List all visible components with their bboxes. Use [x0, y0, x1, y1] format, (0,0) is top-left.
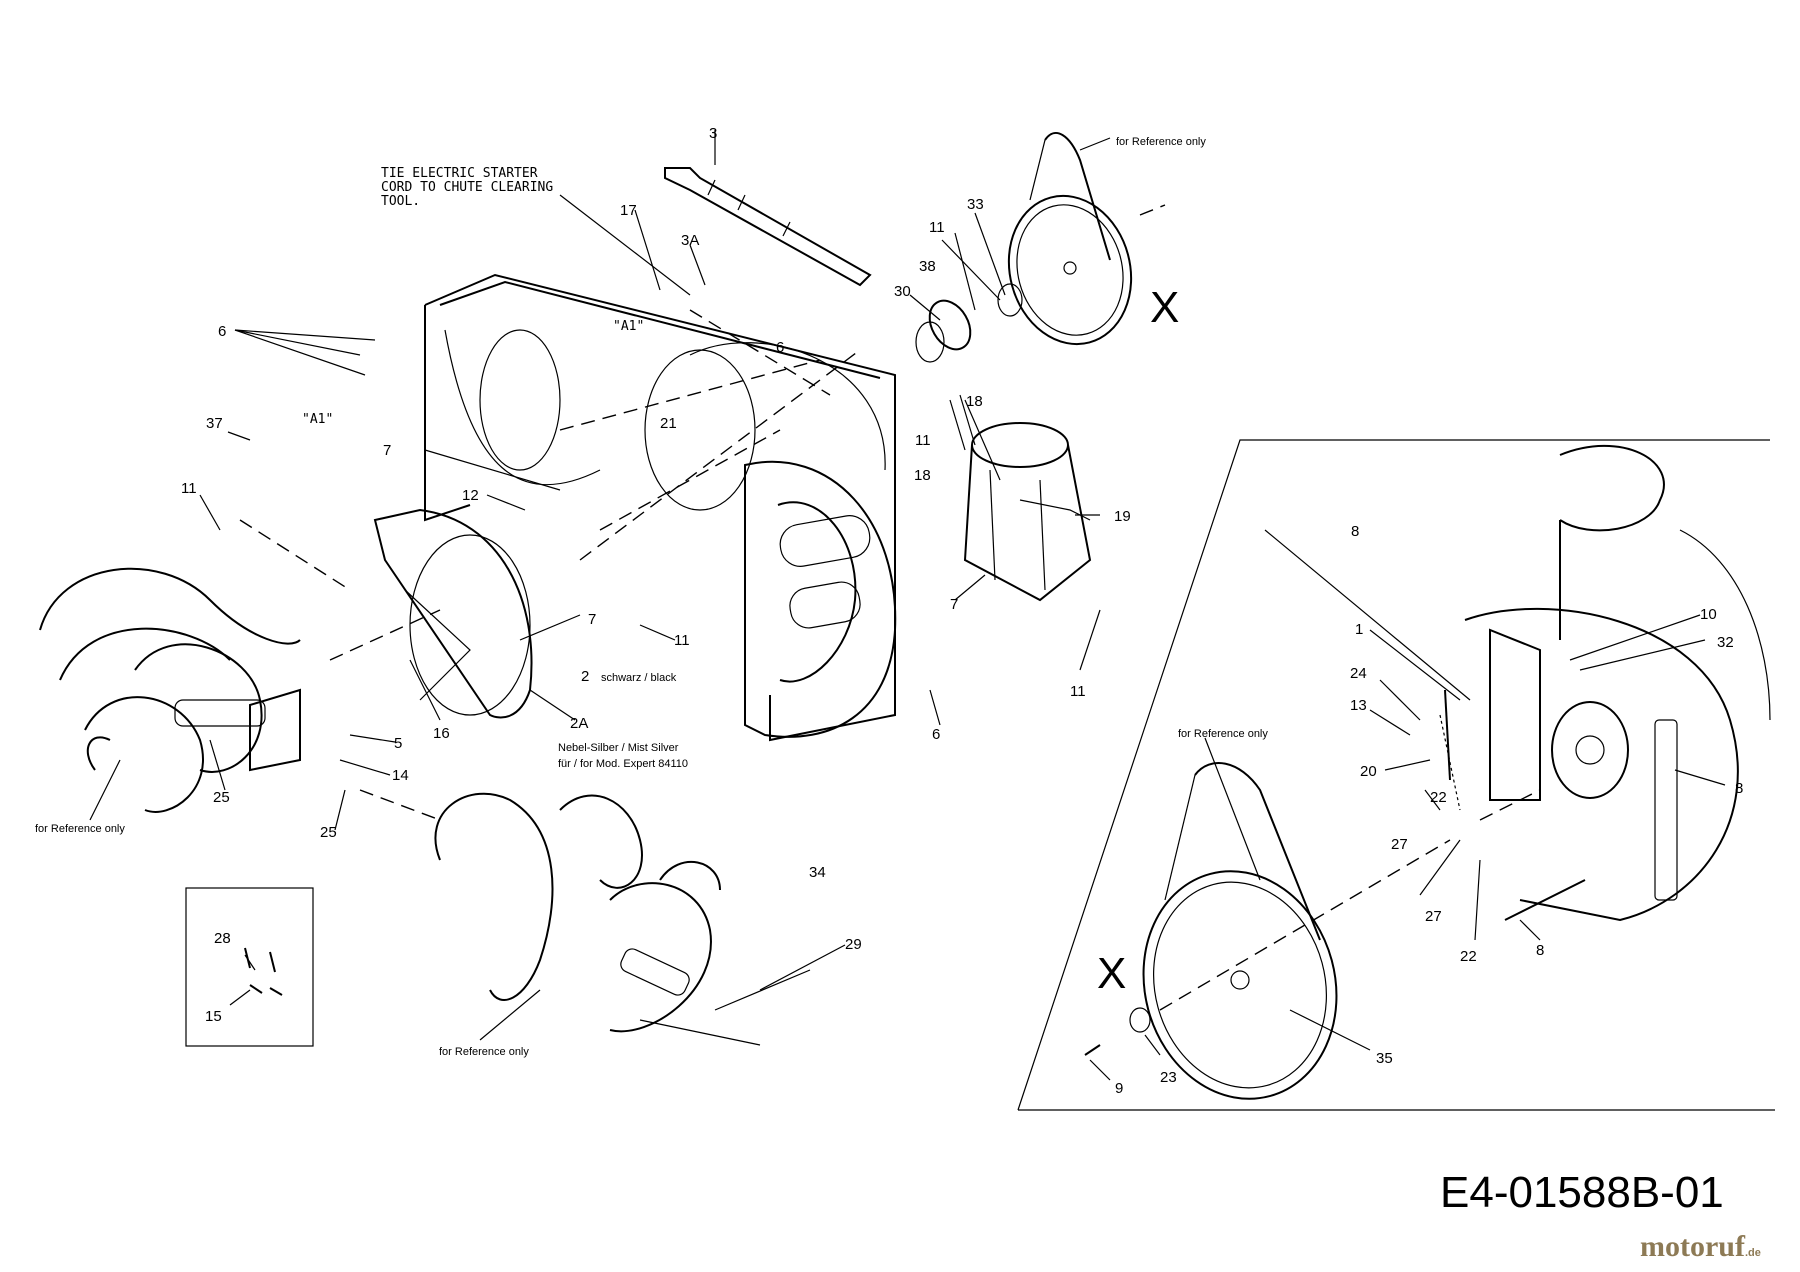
- svg-text:CORD TO CHUTE CLEARING: CORD TO CHUTE CLEARING: [381, 180, 553, 195]
- reference-note-inset: for Reference only: [1178, 728, 1268, 740]
- reference-a1-top: "A1": [613, 319, 644, 334]
- brand-tld: .de: [1744, 1247, 1761, 1259]
- reference-note-top: for Reference only: [1116, 136, 1206, 148]
- callout-33: 33: [967, 196, 984, 213]
- x-mark-inset: X: [1097, 949, 1126, 998]
- callout-7-mid: 7: [588, 611, 596, 628]
- callout-labels: 3 17 3A 6 6 21 37 11 7 12 7 2 2A 16 5 14…: [181, 125, 1743, 1097]
- callout-32: 32: [1717, 634, 1734, 651]
- callout-27-b: 27: [1425, 908, 1442, 925]
- impeller-shaft: [664, 167, 872, 287]
- callout-22-b: 22: [1460, 948, 1477, 965]
- callout-30: 30: [894, 283, 911, 300]
- callout-7-chute: 7: [950, 596, 958, 613]
- callout-24: 24: [1350, 665, 1367, 682]
- callout-8-inset-bottom: 8: [1536, 942, 1544, 959]
- callout-25-a: 25: [213, 789, 230, 806]
- callout-8-inset-right: 8: [1735, 780, 1743, 797]
- reference-a1-left: "A1": [302, 412, 333, 427]
- callout-5: 5: [394, 735, 402, 752]
- document-id: E4-01588B-01: [1440, 1168, 1724, 1217]
- callout-13: 13: [1350, 697, 1367, 714]
- pulley-belt-inset: [1084, 762, 1338, 1100]
- reference-note-bottom: for Reference only: [439, 1046, 529, 1058]
- callout-10: 10: [1700, 606, 1717, 623]
- callout-19: 19: [1114, 508, 1131, 525]
- reference-note-left: for Reference only: [35, 823, 125, 835]
- leader-lines: [89, 130, 1726, 1081]
- detail-inset: [1017, 439, 1775, 1111]
- callout-35: 35: [1376, 1050, 1393, 1067]
- pulley-belt-top: [1007, 132, 1133, 346]
- color-note-silver-1: Nebel-Silber / Mist Silver: [558, 742, 679, 754]
- callout-9: 9: [1115, 1080, 1123, 1097]
- callout-28: 28: [214, 930, 231, 947]
- callout-37: 37: [206, 415, 223, 432]
- svg-text:TIE ELECTRIC STARTER: TIE ELECTRIC STARTER: [381, 166, 538, 181]
- callout-23: 23: [1160, 1069, 1177, 1086]
- callout-11-mid: 11: [674, 632, 690, 649]
- note-tie-starter-cord: TIE ELECTRIC STARTER CORD TO CHUTE CLEAR…: [381, 166, 553, 209]
- callout-34: 34: [809, 864, 826, 881]
- callout-17: 17: [620, 202, 637, 219]
- callout-11-top: 11: [915, 432, 931, 449]
- callout-18-right: 18: [966, 393, 983, 410]
- color-note-black: schwarz / black: [601, 672, 677, 684]
- callout-1: 1: [1355, 621, 1363, 638]
- auger-right: [434, 792, 721, 1033]
- callout-6-bottom: 6: [932, 726, 940, 743]
- callout-6-mid: 6: [776, 339, 784, 356]
- callout-7-top: 7: [383, 442, 391, 459]
- callout-3: 3: [709, 125, 717, 142]
- bearing-hub: [915, 283, 1023, 363]
- callout-27-a: 27: [1391, 836, 1408, 853]
- callout-3a: 3A: [681, 232, 699, 249]
- svg-text:TOOL.: TOOL.: [381, 194, 420, 209]
- callout-29: 29: [845, 936, 862, 953]
- callout-22-a: 22: [1430, 789, 1447, 806]
- callout-25-b: 25: [320, 824, 337, 841]
- callout-11-chute: 11: [1070, 683, 1086, 700]
- brand-logo: motoruf.de: [1640, 1230, 1761, 1264]
- callout-14: 14: [392, 767, 409, 784]
- x-mark-top: X: [1150, 283, 1179, 332]
- auger-housing: [424, 273, 897, 742]
- brand-name: motoruf: [1640, 1230, 1745, 1263]
- assembly-lines: [239, 204, 1541, 1011]
- callout-11-left: 11: [181, 480, 197, 497]
- callout-2a: 2A: [570, 715, 588, 732]
- callout-21: 21: [660, 415, 677, 432]
- callout-20: 20: [1360, 763, 1377, 780]
- auger-left: [39, 567, 301, 813]
- callout-11-hub: 11: [929, 219, 945, 236]
- callout-12: 12: [462, 487, 479, 504]
- chute-adapter: [963, 422, 1092, 602]
- callout-16: 16: [433, 725, 450, 742]
- callout-15: 15: [205, 1008, 222, 1025]
- auger-side-plate: [373, 508, 533, 719]
- callout-8-inset-top: 8: [1351, 523, 1359, 540]
- callout-18-chute: 18: [914, 467, 931, 484]
- callout-2: 2: [581, 668, 589, 685]
- color-note-silver-2: für / for Mod. Expert 84110: [558, 758, 688, 770]
- callout-38: 38: [919, 258, 936, 275]
- callout-6-top: 6: [218, 323, 226, 340]
